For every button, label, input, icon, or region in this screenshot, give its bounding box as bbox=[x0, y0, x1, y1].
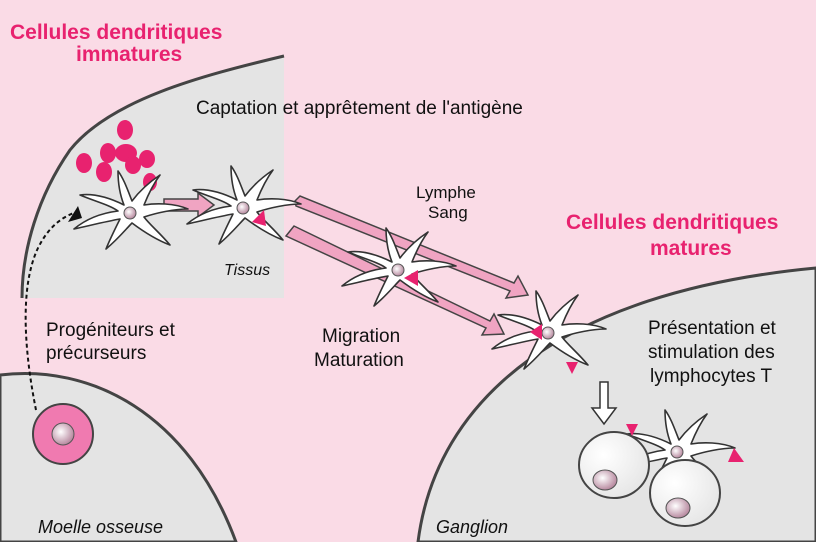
migration-label: Migration bbox=[322, 326, 400, 348]
mature-title-line2: matures bbox=[650, 238, 732, 259]
progenitors-label-line2: précurseurs bbox=[46, 343, 146, 365]
immature-title-line1: Cellules dendritiques bbox=[10, 22, 222, 43]
immature-title-line2: immatures bbox=[76, 44, 182, 65]
blood-label: Sang bbox=[428, 202, 468, 224]
lymph-node-label: Ganglion bbox=[436, 516, 508, 538]
t-lymphocyte-1-nucleus bbox=[593, 470, 617, 490]
maturation-label: Maturation bbox=[314, 350, 404, 372]
capture-label: Captation et apprêtement de l'antigène bbox=[196, 98, 523, 120]
progenitors-label-line1: Progéniteurs et bbox=[46, 320, 175, 342]
presentation-label-line2: stimulation des bbox=[648, 342, 775, 364]
presentation-label-line3: lymphocytes T bbox=[650, 366, 772, 388]
presentation-label-line1: Présentation et bbox=[648, 318, 776, 340]
tissue-label: Tissus bbox=[224, 260, 270, 282]
progenitor-nucleus bbox=[52, 423, 74, 445]
t-lymphocyte-2-nucleus bbox=[666, 498, 690, 518]
bone-marrow-label: Moelle osseuse bbox=[38, 516, 163, 538]
t-lymphocyte-1 bbox=[579, 432, 649, 498]
lymph-label: Lymphe bbox=[416, 182, 476, 204]
mature-title-line1: Cellules dendritiques bbox=[566, 212, 778, 233]
